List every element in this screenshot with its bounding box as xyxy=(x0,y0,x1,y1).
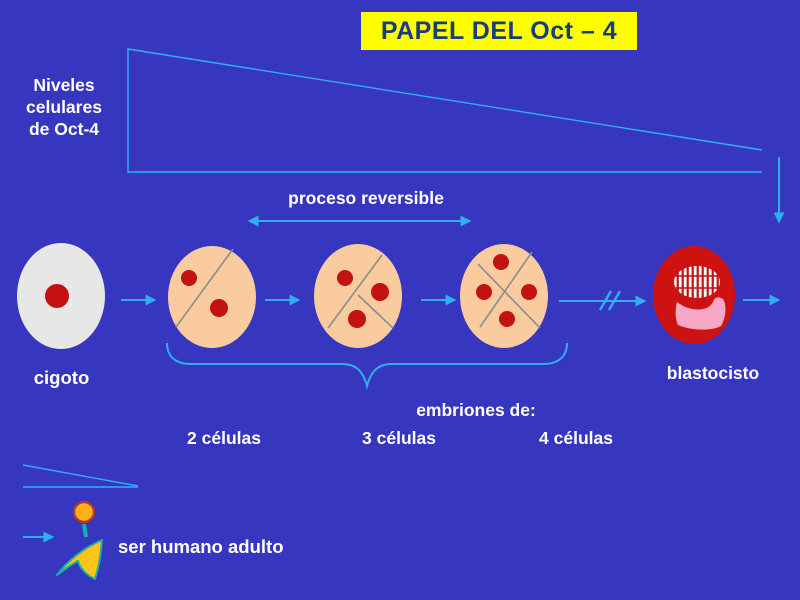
embryo-2-cells xyxy=(168,246,256,348)
human-head-icon xyxy=(72,500,96,524)
blastocyst-cell xyxy=(653,246,735,344)
embryos-brace-icon xyxy=(166,342,568,390)
zygote-label: cigoto xyxy=(33,367,90,388)
embryos-caption: embriones de: xyxy=(416,400,536,420)
inner-cell-mass-icon xyxy=(674,266,720,298)
reversible-process-label: proceso reversible xyxy=(288,188,444,208)
adult-human-label: ser humano adulto xyxy=(118,536,284,557)
discontinuity-arrow-icon xyxy=(559,290,647,311)
oct4-decline-triangle-icon xyxy=(127,48,763,173)
embryo-4-cells xyxy=(460,244,548,348)
human-neck-icon xyxy=(82,523,88,538)
human-figure-icon xyxy=(56,500,103,580)
oct4-levels-line3: de Oct-4 xyxy=(28,119,100,139)
embryo-4-label: 4 células xyxy=(539,428,613,448)
break-slashes-icon xyxy=(598,290,622,311)
oct4-levels-line2: celulares xyxy=(26,97,102,117)
oct4-levels-line1: Niveles xyxy=(33,75,95,95)
title-box: PAPEL DEL Oct – 4 xyxy=(361,12,637,50)
embryo-3-cells xyxy=(314,244,402,348)
embryo-2-label: 2 células xyxy=(187,428,261,448)
oct4-levels-label: Niveles celulares de Oct-4 xyxy=(4,74,124,140)
blastocyst-label: blastocisto xyxy=(666,363,760,383)
embryo-3-label: 3 células xyxy=(362,428,436,448)
trophoblast-icon xyxy=(675,297,726,330)
oct4-decline-wedge-icon xyxy=(22,464,139,488)
zygote-cell xyxy=(17,243,105,349)
human-body-icon xyxy=(56,539,103,580)
slide-title: PAPEL DEL Oct – 4 xyxy=(380,16,618,45)
